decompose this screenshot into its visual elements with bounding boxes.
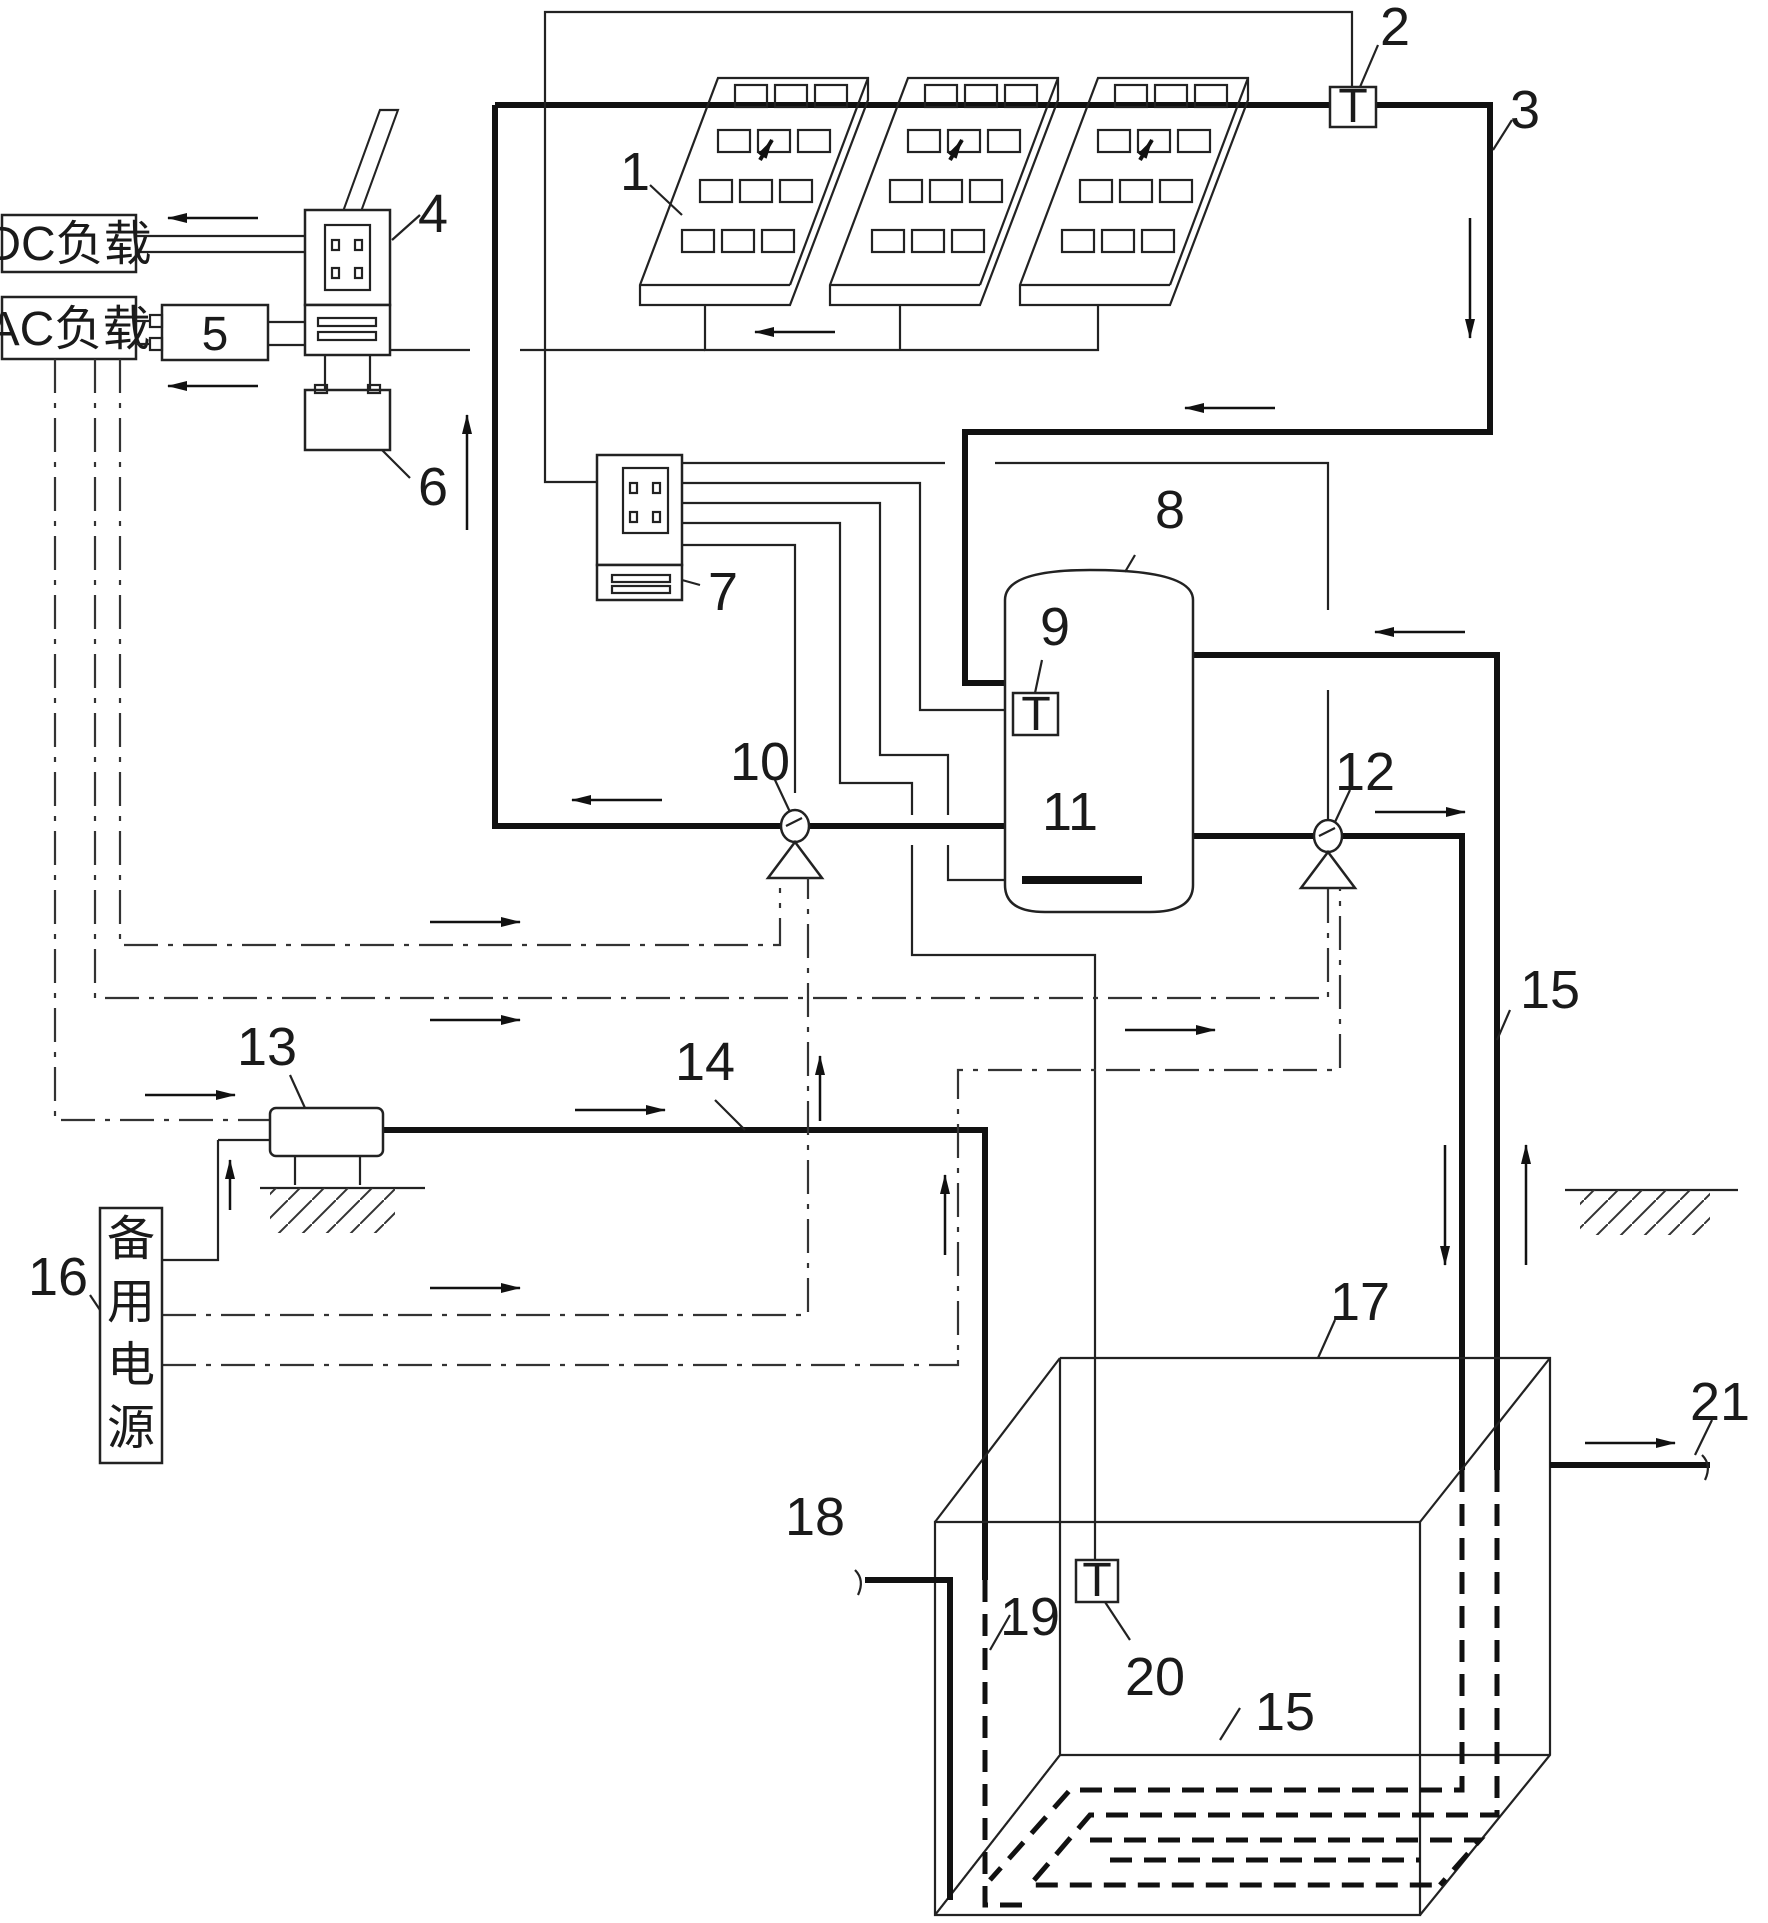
label-4: 4 (418, 184, 448, 244)
label-19: 19 (1000, 1587, 1060, 1647)
label-18: 18 (785, 1487, 845, 1547)
temp-sensor-20: T (1074, 1554, 1120, 1607)
temp-sensor-9: T (1011, 688, 1060, 741)
temp-sensor-wire-2 (543, 10, 1354, 484)
label-15b: 15 (1255, 1682, 1315, 1742)
label-14: 14 (675, 1032, 735, 1092)
svg-text:AC负载: AC负载 (0, 303, 150, 356)
ground-heat-pipe-14 (383, 1127, 988, 1580)
svg-text:T: T (1338, 80, 1367, 133)
svg-text:T: T (1082, 1554, 1111, 1607)
panel-power-wires (391, 305, 1100, 352)
label-17: 17 (1330, 1272, 1390, 1332)
ground-symbol (1565, 1188, 1738, 1235)
part-number-labels: 1 2 3 4 6 7 8 9 10 11 12 13 14 15 16 17 … (28, 0, 1750, 1742)
svg-text:DC负载: DC负载 (0, 218, 152, 271)
heating-pool-17 (933, 1356, 1552, 1917)
collector-loop-pipes (492, 102, 1493, 829)
svg-text:T: T (1021, 688, 1050, 741)
ac-load-box: AC负载 (0, 295, 150, 361)
svg-text:备: 备 (107, 1213, 155, 1266)
svg-text:电: 电 (107, 1339, 155, 1392)
label-12: 12 (1335, 742, 1395, 802)
storage-tank-8 (1003, 568, 1195, 914)
solar-panel-array (320, 76, 1250, 307)
label-13: 13 (237, 1017, 297, 1077)
label-3: 3 (1510, 80, 1540, 140)
leader-lines (89, 44, 1713, 1741)
inverter-5: 5 (136, 303, 270, 362)
coil-pipe-15-in-pool (982, 1470, 1500, 1908)
label-8: 8 (1155, 480, 1185, 540)
label-15a: 15 (1520, 960, 1580, 1020)
inlet-pipe-18 (854, 1569, 953, 1900)
circulation-pump-12 (1298, 818, 1358, 890)
circulation-pump-10 (765, 808, 825, 880)
power-signal-lines (53, 359, 1342, 1367)
label-2: 2 (1380, 0, 1410, 57)
battery-6 (303, 383, 411, 479)
label-6: 6 (418, 457, 448, 517)
backup-power-16: 备 用 电 源 (98, 1206, 164, 1465)
label-9: 9 (1040, 597, 1070, 657)
flow-arrows (145, 218, 1676, 1448)
heat-exchange-loop-pipes (1193, 652, 1500, 1470)
label-16: 16 (28, 1247, 88, 1307)
temp-sensor-2: T (1328, 80, 1378, 133)
label-20: 20 (1125, 1647, 1185, 1707)
charge-controller-4 (303, 208, 392, 357)
label-7: 7 (708, 562, 738, 622)
label-10: 10 (730, 732, 790, 792)
svg-text:用: 用 (107, 1276, 155, 1329)
label-11: 11 (1042, 782, 1098, 842)
solar-panel-2 (828, 76, 1060, 307)
label-1: 1 (620, 142, 650, 202)
solar-panel-1 (320, 76, 870, 307)
outlet-pipe-21 (1550, 1454, 1710, 1481)
dc-load-box: DC负载 (0, 213, 152, 274)
temperature-controller-7 (595, 453, 684, 602)
solar-panel-3 (1018, 76, 1250, 307)
heat-pump-13 (162, 1106, 425, 1262)
label-21: 21 (1690, 1372, 1750, 1432)
svg-text:源: 源 (107, 1402, 155, 1455)
controller-7-wires (682, 461, 1330, 1560)
svg-text:5: 5 (202, 308, 229, 361)
